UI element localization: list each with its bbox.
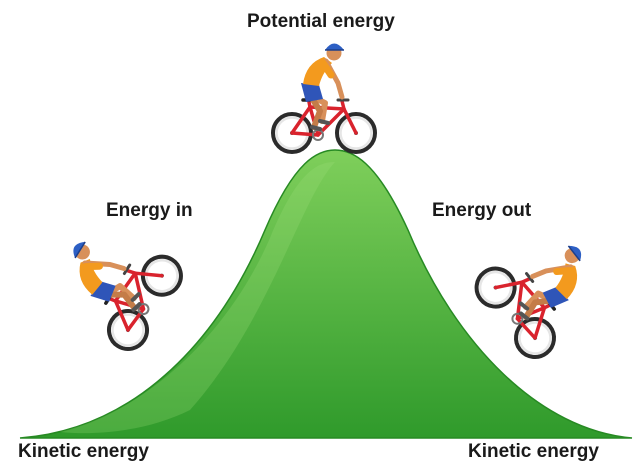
cyclist-riding-icon: [273, 44, 375, 153]
kinetic-energy-left-label: Kinetic energy: [18, 441, 149, 462]
hill: [19, 149, 633, 439]
kinetic-energy-right-label: Kinetic energy: [468, 441, 599, 462]
cyclist-climbing-icon: [42, 212, 188, 356]
cyclist-descending-icon: [469, 217, 617, 364]
potential-energy-label: Potential energy: [247, 11, 395, 32]
energy-out-label: Energy out: [432, 200, 532, 221]
energy-in-label: Energy in: [106, 200, 193, 221]
